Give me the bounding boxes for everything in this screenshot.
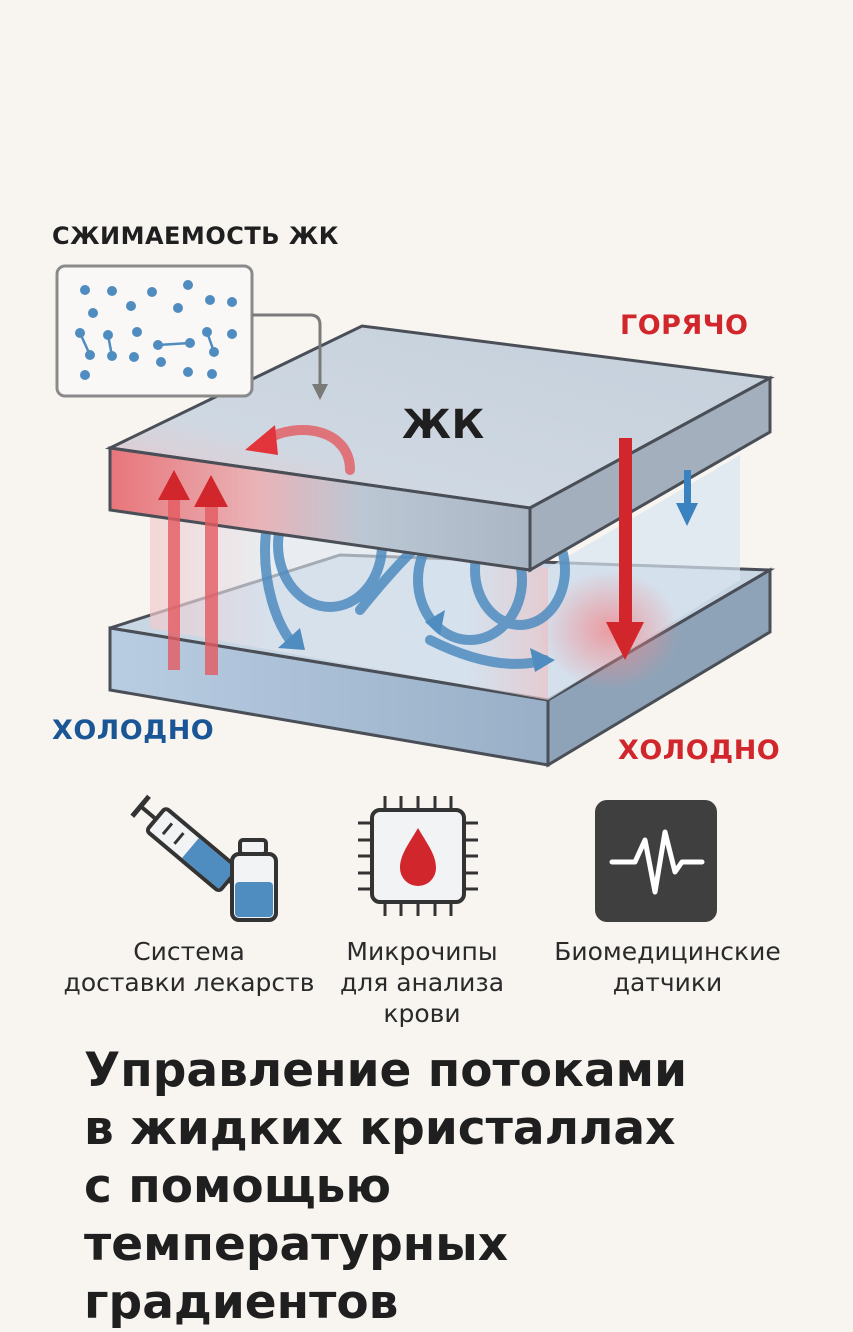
page-title: Управление потоками в жидких кристаллах … [84, 1043, 688, 1330]
flow-arrowhead-3 [425, 610, 445, 635]
hot-label: ГОРЯЧО [620, 310, 749, 341]
top-plate [104, 324, 775, 573]
heat-arrow-right [606, 438, 644, 660]
diagram-canvas [55, 264, 776, 922]
drug-delivery-caption: Система доставки лекарств [63, 937, 315, 997]
heat-arrow-right-shaft [619, 438, 632, 628]
heat-arrow-shaft-2 [205, 500, 218, 675]
pulse-sensor-icon [595, 800, 717, 922]
biomedical-sensor-caption: Биомедицинские датчики [554, 937, 781, 997]
surface-flow-arrowhead [245, 425, 278, 455]
syringe-vial-icon [130, 794, 278, 922]
heat-arrows-left [158, 470, 228, 675]
heat-arrow-shaft-1 [168, 490, 180, 670]
blood-microchip-caption: Микрочипы для анализа крови [339, 937, 505, 1028]
cool-arrow-shaft [684, 470, 691, 508]
cold-label-left: ХОЛОДНО [52, 715, 215, 746]
liquid-crystal-label: ЖК [402, 402, 485, 448]
cool-arrow-head [676, 503, 698, 526]
blood-drop-icon [400, 828, 436, 886]
flow-arrowhead-1 [278, 628, 305, 650]
heat-arrow-right-head [606, 622, 644, 660]
surface-flow-arc [260, 425, 355, 475]
compressibility-inset [55, 264, 254, 398]
heat-arrow-head-1 [158, 470, 190, 500]
cool-arrow-right [676, 470, 698, 526]
blood-chip-icon [358, 796, 478, 916]
compressibility-label: СЖИМАЕМОСТЬ ЖК [52, 222, 339, 250]
molecule-bonds [78, 331, 216, 357]
inset-connector [252, 313, 328, 400]
surface-flow [260, 425, 355, 475]
heat-arrow-head-2 [194, 475, 228, 507]
flow-arrowhead-2 [530, 648, 555, 672]
cold-label-right: ХОЛОДНО [618, 735, 781, 766]
